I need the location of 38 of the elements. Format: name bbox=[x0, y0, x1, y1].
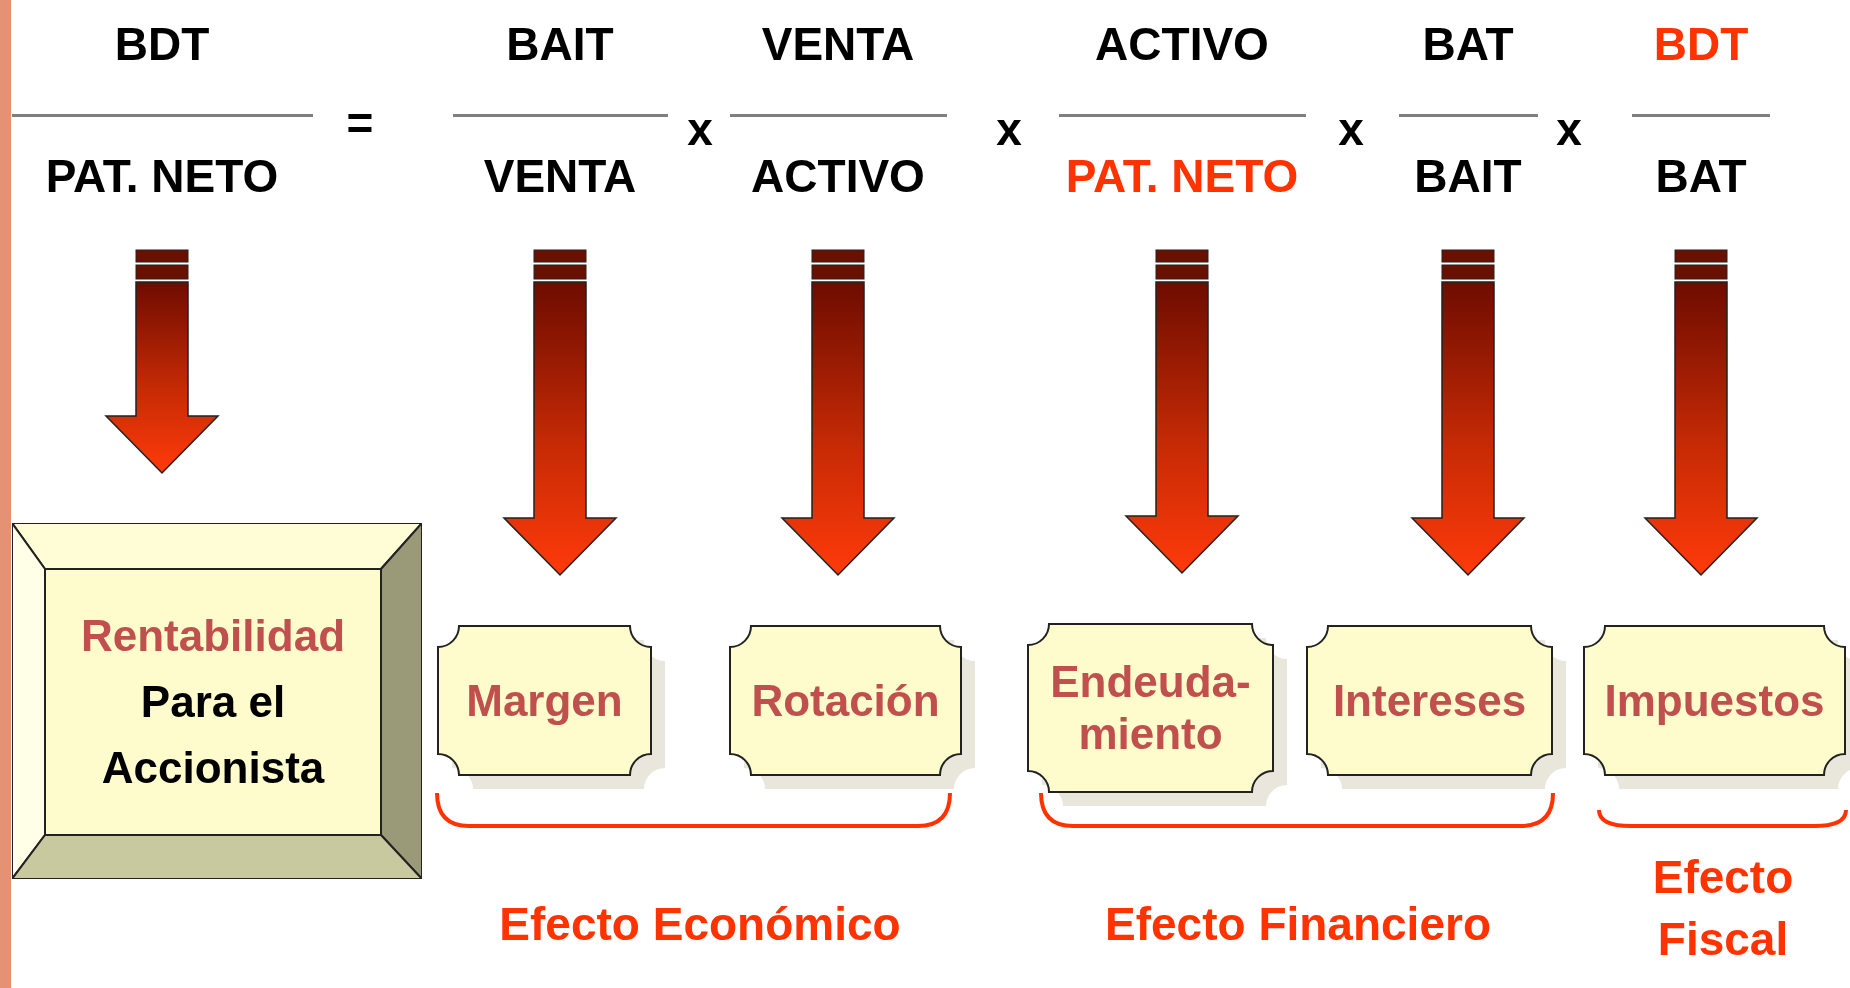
plaque-box bbox=[729, 625, 962, 776]
group-label: Efecto Económico bbox=[499, 897, 901, 952]
box-label: Margen bbox=[466, 674, 623, 727]
box-label: Intereses bbox=[1332, 674, 1527, 727]
plaque-box bbox=[1027, 623, 1274, 793]
numerator: BDT bbox=[114, 18, 210, 70]
numerator: BDT bbox=[1653, 18, 1749, 70]
box-subtitle: Para el Accionista bbox=[100, 676, 326, 794]
numerator: ACTIVO bbox=[1095, 18, 1269, 70]
group-label: Efecto Financiero bbox=[1105, 897, 1491, 952]
plaque-box bbox=[1306, 625, 1553, 776]
box-title: Rentabilidad bbox=[81, 610, 345, 662]
numerator: BAT bbox=[1422, 18, 1514, 70]
denominator: BAT bbox=[1655, 150, 1747, 202]
block-arrow bbox=[502, 249, 618, 577]
multiply-sign: x bbox=[1338, 102, 1364, 157]
multiply-sign: x bbox=[1556, 102, 1582, 157]
box-label: Impuestos bbox=[1604, 674, 1825, 727]
numerator: VENTA bbox=[761, 18, 915, 70]
block-arrow bbox=[780, 249, 896, 577]
equals-sign: = bbox=[346, 96, 374, 151]
multiply-sign: x bbox=[687, 102, 713, 157]
denominator: VENTA bbox=[483, 150, 637, 202]
box-label: Endeuda- miento bbox=[1049, 656, 1252, 760]
denominator: PAT. NETO bbox=[1065, 150, 1299, 202]
block-arrow bbox=[1410, 249, 1526, 577]
block-arrow bbox=[1124, 249, 1240, 575]
block-arrow bbox=[1643, 249, 1759, 577]
plaque-box bbox=[437, 625, 652, 776]
block-arrow bbox=[104, 249, 220, 475]
group-label: Efecto Fiscal bbox=[1651, 850, 1795, 967]
multiply-sign: x bbox=[996, 102, 1022, 157]
denominator: BAIT bbox=[1414, 150, 1522, 202]
denominator: PAT. NETO bbox=[45, 150, 279, 202]
numerator: BAIT bbox=[506, 18, 614, 70]
denominator: ACTIVO bbox=[751, 150, 925, 202]
box-label: Rotación bbox=[751, 674, 940, 727]
plaque-box bbox=[1583, 625, 1846, 776]
